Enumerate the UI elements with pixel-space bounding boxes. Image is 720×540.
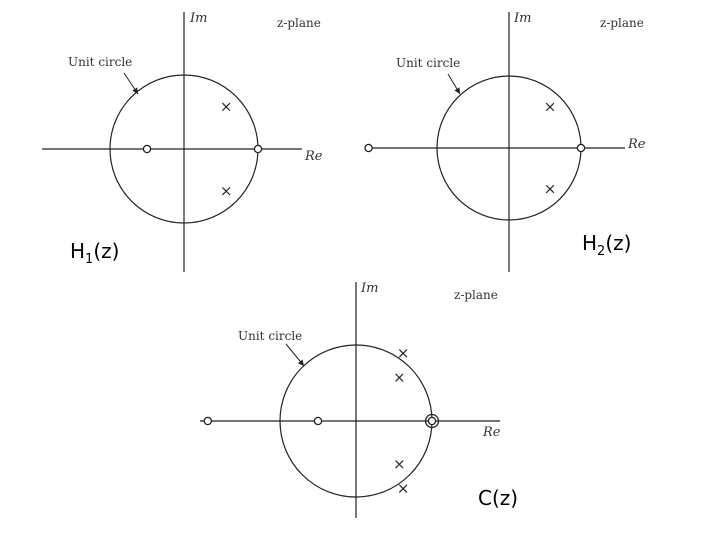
- function-subscript: 2: [597, 244, 605, 259]
- zero-marker: [142, 144, 152, 154]
- z-plane-label: z-plane: [454, 288, 498, 302]
- function-subscript: 1: [85, 252, 93, 267]
- unit-circle-label: Unit circle: [68, 55, 132, 69]
- real-axis-label: Re: [482, 425, 501, 440]
- pole-marker: [398, 484, 408, 493]
- real-axis-label: Re: [627, 137, 646, 152]
- pole-marker: [221, 102, 231, 112]
- zero-marker: [253, 144, 263, 154]
- unit-circle-label: Unit circle: [238, 329, 302, 343]
- unit-circle-pointer-arrow: [123, 72, 139, 95]
- transfer-function-label: C(z): [478, 486, 518, 510]
- zero-marker: [427, 416, 437, 426]
- function-argument: (z): [93, 239, 119, 263]
- function-name: H: [70, 239, 85, 263]
- pole-marker: [221, 186, 231, 196]
- pole-marker: [395, 373, 404, 382]
- transfer-function-label: H2(z): [582, 231, 631, 259]
- pole-marker: [395, 460, 404, 469]
- z-plane-label: z-plane: [277, 16, 321, 30]
- function-argument: (z): [492, 486, 518, 510]
- zero-marker: [203, 416, 213, 426]
- real-axis-label: Re: [304, 149, 323, 164]
- zero-marker: [313, 416, 323, 426]
- unit-circle-pointer-arrow: [447, 73, 461, 95]
- transfer-function-label: H1(z): [70, 239, 119, 267]
- z-plane-label: z-plane: [600, 16, 644, 30]
- function-name: H: [582, 231, 597, 255]
- imaginary-axis-label: Im: [513, 11, 531, 26]
- pole-marker: [545, 184, 555, 194]
- pole-marker: [545, 102, 555, 112]
- imaginary-axis-label: Im: [360, 281, 378, 296]
- pole-marker: [398, 349, 408, 358]
- zero-marker: [576, 143, 586, 153]
- double-zero-ring: [424, 413, 440, 429]
- unit-circle-pointer-arrow: [285, 343, 305, 367]
- unit-circle-label: Unit circle: [396, 56, 460, 70]
- function-argument: (z): [605, 231, 631, 255]
- function-name: C: [478, 486, 492, 510]
- imaginary-axis-label: Im: [189, 11, 207, 26]
- zero-marker: [364, 143, 373, 153]
